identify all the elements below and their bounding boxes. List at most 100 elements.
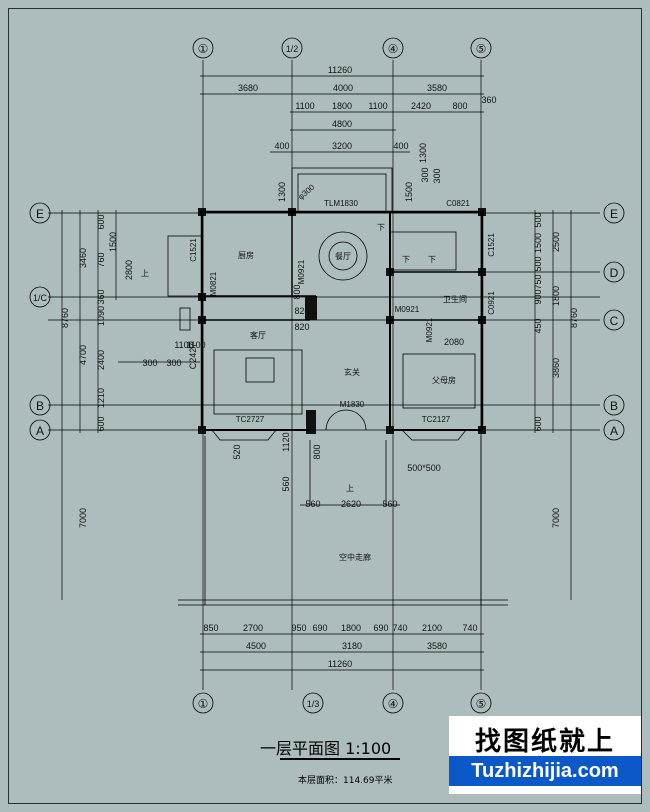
tag-c1521-right: C1521 — [487, 233, 496, 257]
right-dimension-text: 500 1500 2500 500 750 900 1800 8760 450 … — [533, 212, 579, 528]
dim-right-c: 2500 — [551, 232, 561, 252]
dim-top-l: 3200 — [332, 141, 352, 151]
top-dimensions — [200, 75, 484, 153]
dim-left-b: 1500 — [108, 232, 118, 252]
dim-right-b: 1500 — [533, 233, 543, 253]
dim-top-k: 400 — [274, 141, 289, 151]
dim-bottom-g: 740 — [392, 623, 407, 633]
dim-misc-e: 560 — [305, 499, 320, 509]
dim-bottom-a: 850 — [203, 623, 218, 633]
axis-left-A: A — [36, 424, 44, 438]
axis-bottom-1: ① — [198, 697, 209, 711]
axis-top-3: ④ — [388, 42, 399, 56]
dim-bottom-l: 3580 — [427, 641, 447, 651]
dim-right-d: 500 — [533, 256, 543, 271]
dim-left-h: 360 — [96, 289, 106, 304]
tag-phi300: φ300 — [296, 182, 316, 201]
dim-top-d: 1100 — [295, 101, 314, 111]
label-living: 客厅 — [250, 330, 266, 340]
label-corridor: 空中走廊 — [339, 552, 371, 562]
dim-right-e: 750 — [533, 274, 543, 289]
dim-left-a: 600 — [96, 214, 106, 229]
label-kitchen: 厨房 — [238, 250, 254, 260]
label-bathroom: 卫生间 — [443, 294, 467, 304]
sheet-border — [8, 8, 642, 804]
tag-up-2: 上 — [346, 484, 354, 493]
dim-top-h: 800 — [452, 101, 467, 111]
dim-left-e: 760 — [96, 252, 106, 267]
axis-left-B: B — [36, 399, 44, 413]
dim-left-f: 1090 — [96, 306, 106, 326]
dim-left-m: 7000 — [78, 508, 88, 528]
dim-left-k: 1210 — [96, 388, 106, 408]
dim-top-n: 300 — [420, 167, 430, 182]
dim-top-g: 2420 — [411, 101, 431, 111]
tag-down-3: 下 — [428, 255, 436, 264]
title-underline — [280, 758, 400, 760]
tag-m1830: M1830 — [340, 400, 365, 409]
axis-right-A: A — [610, 424, 618, 438]
dim-left-o: 300 — [166, 358, 181, 368]
dim-misc-c: 800 — [312, 444, 322, 459]
dim-bottom-total: 11260 — [328, 659, 352, 669]
tag-m0921: M0921 — [297, 259, 306, 284]
dim-right-h: 8760 — [569, 308, 579, 328]
axis-right-D: D — [610, 266, 619, 280]
dim-misc-f: 2620 — [341, 499, 361, 509]
left-dimension-text: 600 1500 3460 2800 760 1090 8760 360 470… — [60, 214, 194, 528]
dim-top-f: 1100 — [368, 101, 387, 111]
dim-misc-a: 520 — [232, 444, 242, 459]
tag-c0921: C0921 — [487, 291, 496, 315]
dim-left-d: 2800 — [124, 260, 134, 280]
dim-bottom-c: 950 — [291, 623, 306, 633]
dim-misc-k: 820 — [294, 322, 309, 332]
dim-top-q: 1500 — [404, 182, 414, 202]
dim-bottom-j: 4500 — [246, 641, 266, 651]
dim-left-j: 2400 — [96, 350, 106, 370]
dim-top-o: 1300 — [418, 143, 428, 163]
dim-bottom-e: 1800 — [341, 623, 361, 633]
axis-left-E: E — [36, 207, 44, 221]
dim-bottom-i: 740 — [462, 623, 477, 633]
axis-bubbles-side: E 1/C B A E D C B A — [29, 202, 625, 441]
dim-top-j: 4800 — [332, 119, 352, 129]
dim-bottom-f: 690 — [373, 623, 388, 633]
dim-left-c: 3460 — [78, 248, 88, 268]
axis-right-E: E — [610, 207, 618, 221]
axis-left-1C: 1/C — [33, 293, 48, 303]
tag-tc2127: TC2127 — [422, 415, 451, 424]
watermark-logo: 找图纸就上 Tuzhizhijia.com — [449, 716, 641, 794]
dim-bottom-k: 3180 — [342, 641, 362, 651]
axis-bottom-4: ⑤ — [476, 697, 487, 711]
tag-c0821: C0821 — [446, 199, 470, 208]
dim-left-g: 8760 — [60, 308, 70, 328]
axis-top-1: ① — [198, 42, 209, 56]
label-entry: 玄关 — [344, 367, 360, 377]
left-dimensions — [61, 210, 200, 600]
dim-misc-l: 800 — [292, 284, 302, 299]
axis-bottom-3: ④ — [388, 697, 399, 711]
axis-bubbles-top: ① 1/2 ④ ⑤ — [192, 37, 492, 59]
dim-left-p: 1100 — [174, 340, 193, 350]
dim-top-i: 360 — [481, 95, 496, 105]
axis-top-4: ⑤ — [476, 42, 487, 56]
top-dimension-text: 11260 3680 4000 3580 1100 1800 1100 2420… — [238, 65, 497, 202]
tag-down-2: 下 — [402, 255, 410, 264]
dim-misc-b: 1120 — [281, 432, 291, 451]
grid-lines — [48, 60, 600, 690]
dim-top-r: 300 — [432, 168, 442, 183]
area-note: 本层面积：114.69平米 — [298, 776, 393, 786]
tag-m0921-c: M0921 — [425, 317, 434, 342]
dim-top-b: 4000 — [333, 83, 353, 93]
dim-right-i: 450 — [533, 318, 543, 333]
dim-right-j: 3860 — [551, 358, 561, 378]
axis-right-C: C — [610, 314, 619, 328]
plan-title: 一层平面图 1:100 — [260, 739, 392, 758]
dim-bottom-d: 690 — [312, 623, 327, 633]
dim-top-a: 3680 — [238, 83, 258, 93]
dim-top-e: 1800 — [332, 101, 352, 111]
tag-down-1: 下 — [377, 223, 385, 232]
dim-misc-h: 500*500 — [407, 463, 441, 473]
dim-bottom-b: 2700 — [243, 623, 263, 633]
